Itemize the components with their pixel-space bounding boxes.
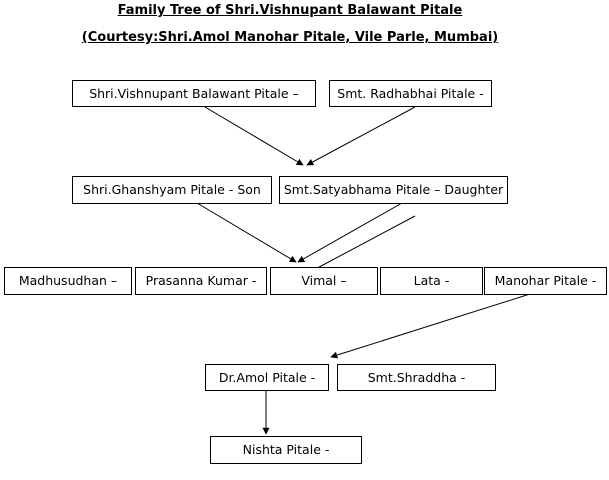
arrow-satyabhama-to-vimal-2 — [305, 215, 416, 275]
person-box-vishnupant: Shri.Vishnupant Balawant Pitale – — [72, 80, 316, 107]
person-box-nishta: Nishta Pitale - — [210, 436, 362, 464]
person-box-shraddha: Smt.Shraddha - — [337, 364, 496, 391]
person-name: Nishta Pitale - — [242, 442, 330, 457]
arrow-vishnupant-to-children — [204, 106, 304, 166]
person-name: Shri.Vishnupant Balawant Pitale – — [89, 86, 299, 101]
arrow-ghanshyam-to-vimal — [196, 202, 297, 263]
person-box-amol: Dr.Amol Pitale - — [205, 364, 329, 391]
person-name: Prasanna Kumar - — [145, 273, 257, 288]
page-subtitle: (Courtesy:Shri.Amol Manohar Pitale, Vile… — [81, 30, 499, 45]
person-name: Dr.Amol Pitale - — [218, 370, 316, 385]
person-name: Lata - — [413, 273, 450, 288]
page-title: Family Tree of Shri.Vishnupant Balawant … — [117, 3, 463, 18]
person-name: Manohar Pitale - — [494, 273, 597, 288]
person-box-manohar: Manohar Pitale - — [484, 267, 607, 295]
person-name: Madhusudhan – — [18, 273, 118, 288]
person-box-lata: Lata - — [380, 267, 483, 295]
person-box-vimal: Vimal – — [270, 267, 378, 295]
person-box-radhabhai: Smt. Radhabhai Pitale - — [329, 80, 492, 107]
person-name: Smt.Satyabhama Pitale – Daughter — [283, 182, 504, 197]
person-name: Smt. Radhabhai Pitale - — [337, 86, 484, 101]
arrow-satyabhama-to-vimal-1 — [297, 202, 403, 263]
arrow-radhabhai-to-children — [306, 106, 416, 166]
arrow-manohar-to-amol — [330, 293, 531, 359]
person-name: Vimal – — [301, 273, 347, 288]
person-box-ghanshyam: Shri.Ghanshyam Pitale - Son — [72, 176, 272, 204]
person-box-madhusudhan: Madhusudhan – — [4, 267, 132, 295]
person-name: Smt.Shraddha - — [367, 370, 466, 385]
person-box-satyabhama: Smt.Satyabhama Pitale – Daughter — [279, 176, 508, 204]
person-name: Shri.Ghanshyam Pitale - Son — [83, 182, 261, 197]
person-box-prasanna: Prasanna Kumar - — [135, 267, 267, 295]
